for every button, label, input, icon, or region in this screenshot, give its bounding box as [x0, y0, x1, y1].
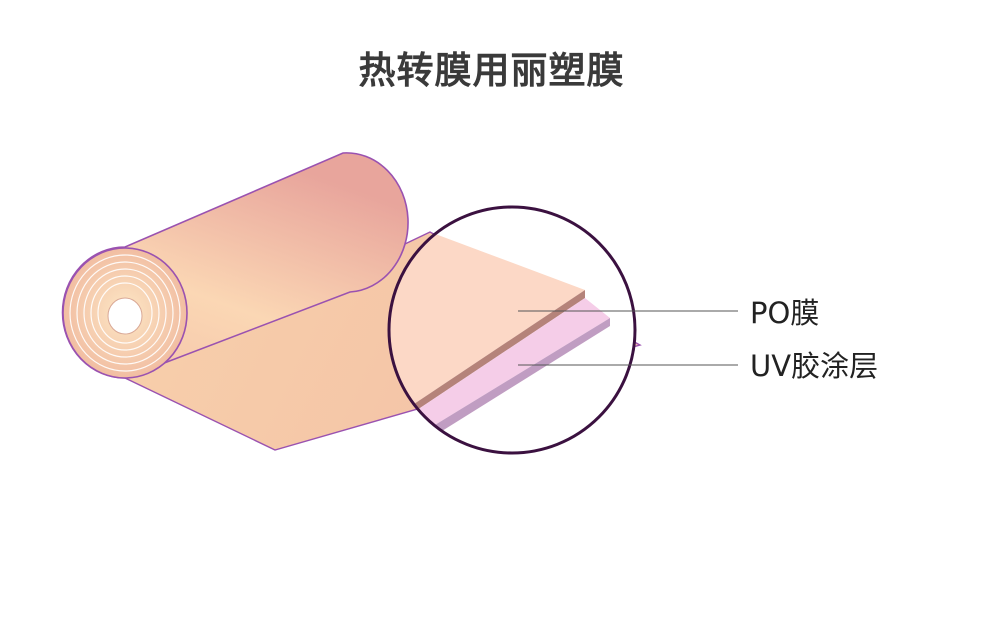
uv-coating-label: UV胶涂层 — [750, 349, 879, 383]
po-film-layer — [389, 207, 585, 420]
page-title: 热转膜用丽塑膜 — [358, 49, 625, 92]
film-roll-end-cap — [62, 247, 188, 379]
po-film-label: PO膜 — [750, 296, 820, 330]
uv-coating-layer — [390, 298, 610, 428]
magnifier-lens-content — [389, 207, 635, 453]
uv-coating-edge — [430, 318, 610, 436]
roll-core-hole — [107, 297, 143, 335]
magnifier-ring — [387, 205, 637, 455]
po-film-edge — [390, 290, 585, 428]
